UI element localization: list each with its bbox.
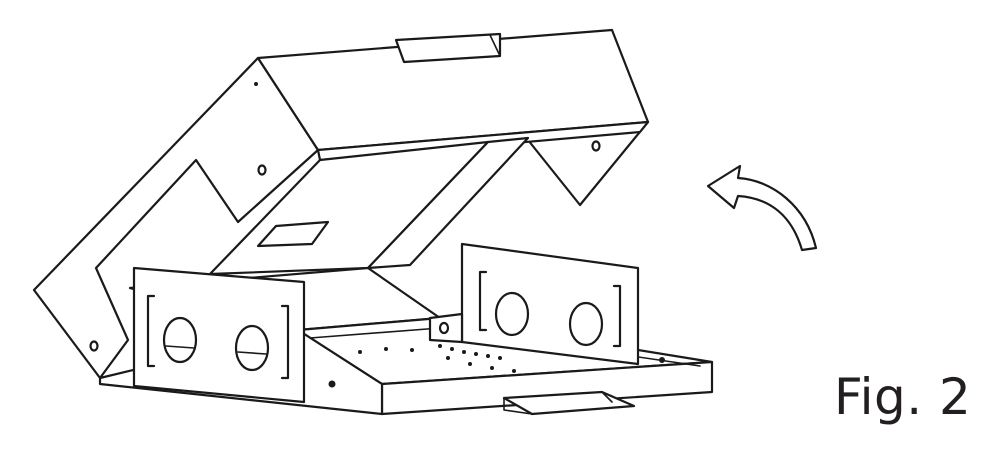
right-bracket-slot-left bbox=[478, 270, 488, 332]
tray-floor-perforations bbox=[328, 344, 516, 388]
left-bracket-slot-left bbox=[146, 294, 156, 368]
lid-hole-bottom bbox=[89, 340, 99, 352]
left-bracket-slot-right bbox=[280, 304, 290, 380]
left-bracket-hole-2 bbox=[234, 324, 270, 372]
right-bracket bbox=[428, 242, 640, 366]
left-bracket-hole-1 bbox=[162, 316, 198, 364]
lid-left-flange bbox=[32, 56, 320, 380]
lid bbox=[32, 28, 650, 380]
right-bracket-hole-1 bbox=[494, 291, 530, 337]
tray-latch-tab bbox=[502, 390, 636, 416]
lid-latch-tab-fold bbox=[395, 34, 501, 63]
lid-hole-left bbox=[257, 164, 267, 176]
left-bracket bbox=[132, 266, 306, 404]
tray-corner-rivet bbox=[659, 357, 665, 363]
lid-cutout bbox=[256, 220, 330, 248]
figure-caption: Fig. 2 bbox=[834, 368, 972, 426]
right-bracket-slot-right bbox=[612, 284, 622, 348]
right-bracket-hole-2 bbox=[568, 301, 604, 347]
lid-latch-tab bbox=[394, 32, 502, 64]
right-bracket-plate bbox=[460, 242, 640, 366]
lid-inner-strut bbox=[366, 136, 530, 270]
tray-latch-tab-fold bbox=[503, 391, 613, 415]
lid-rivet bbox=[254, 82, 258, 86]
curved-arrow-icon bbox=[706, 164, 818, 252]
lid-hole-right bbox=[591, 140, 601, 152]
left-bracket-plate bbox=[132, 266, 306, 404]
